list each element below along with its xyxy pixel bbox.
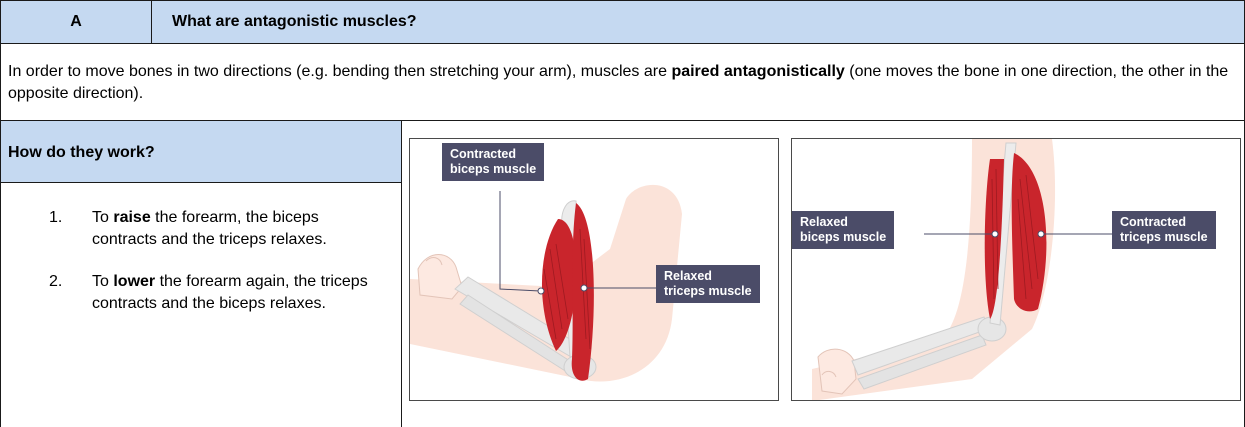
arm-raised-figure: Contracted biceps muscle Relaxed triceps…: [409, 138, 779, 401]
contracted-biceps-label: Contracted biceps muscle: [442, 143, 544, 181]
intro-paragraph: In order to move bones in two directions…: [1, 44, 1244, 121]
section-letter: A: [1, 1, 152, 43]
relaxed-triceps-label: Relaxed triceps muscle: [656, 265, 760, 303]
step-text: To: [92, 273, 113, 290]
how-heading: How do they work?: [1, 121, 402, 183]
label-line: triceps muscle: [1120, 230, 1208, 245]
how-steps-panel: 1.To raise the forearm, the biceps contr…: [1, 183, 402, 427]
relaxed-biceps-label: Relaxed biceps muscle: [792, 211, 894, 249]
section-title: What are antagonistic muscles?: [172, 1, 417, 43]
arm-lowered-illustration: [792, 139, 1241, 401]
label-line: triceps muscle: [664, 284, 752, 299]
label-line: biceps muscle: [450, 162, 536, 177]
label-line: Contracted: [450, 147, 536, 162]
step-keyword: raise: [113, 209, 150, 226]
label-line: Contracted: [1120, 215, 1208, 230]
section-header: A What are antagonistic muscles?: [1, 0, 1244, 44]
intro-text: In order to move bones in two directions…: [8, 63, 671, 80]
steps-list: 1.To raise the forearm, the biceps contr…: [1, 207, 382, 335]
list-item: 1.To raise the forearm, the biceps contr…: [1, 207, 382, 251]
contracted-triceps-label: Contracted triceps muscle: [1112, 211, 1216, 249]
list-item: 2.To lower the forearm again, the tricep…: [1, 271, 382, 315]
step-keyword: lower: [113, 273, 155, 290]
label-line: Relaxed: [800, 215, 886, 230]
label-line: biceps muscle: [800, 230, 886, 245]
label-line: Relaxed: [664, 269, 752, 284]
step-number: 2.: [49, 271, 62, 293]
intro-emphasis: paired antagonistically: [671, 63, 844, 80]
arm-lowered-figure: Relaxed biceps muscle Contracted triceps…: [791, 138, 1241, 401]
step-text: To: [92, 209, 113, 226]
step-number: 1.: [49, 207, 62, 229]
